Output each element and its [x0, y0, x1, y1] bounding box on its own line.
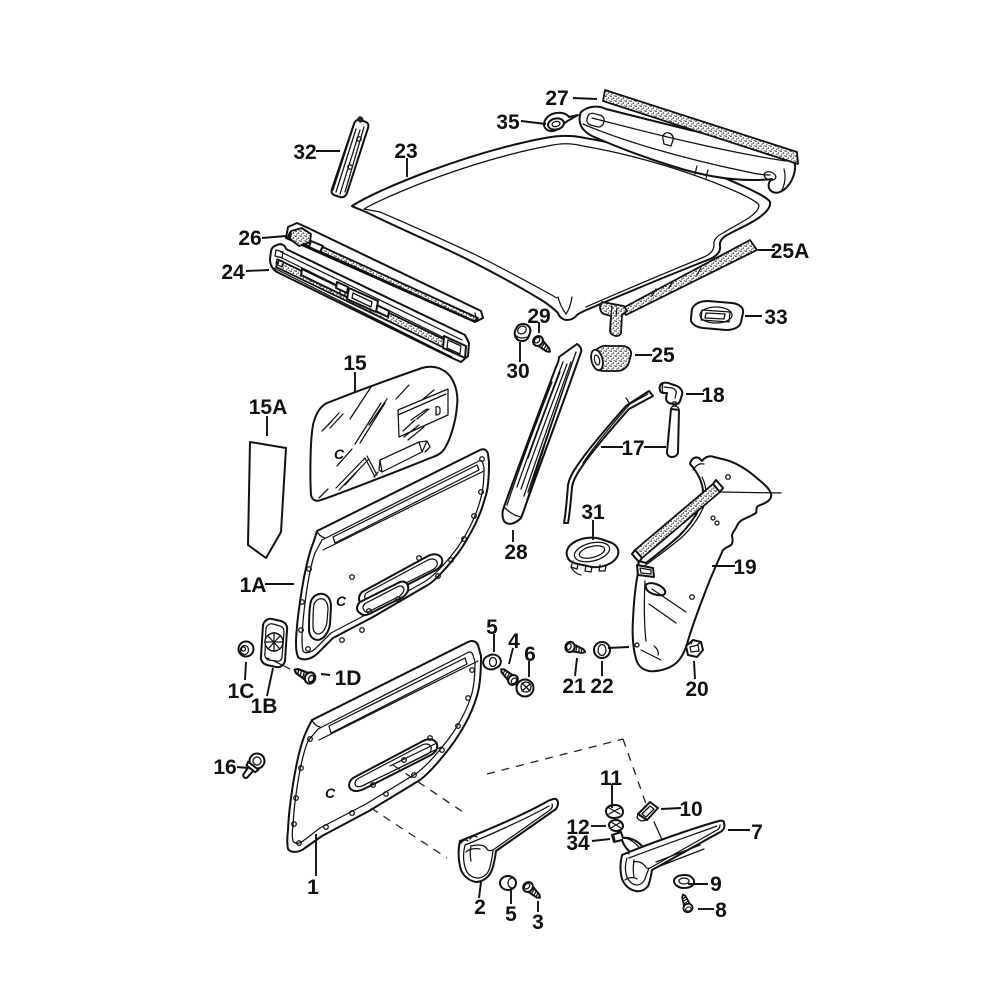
svg-text:1C: 1C [228, 680, 255, 703]
svg-text:12: 12 [566, 816, 589, 839]
svg-text:15A: 15A [249, 396, 288, 419]
svg-text:7: 7 [751, 821, 763, 844]
svg-text:6: 6 [524, 643, 536, 666]
svg-text:27: 27 [545, 87, 568, 110]
svg-text:17: 17 [621, 437, 644, 460]
svg-text:20: 20 [685, 678, 708, 701]
svg-text:33: 33 [764, 306, 787, 329]
svg-text:C: C [334, 446, 345, 462]
svg-text:C: C [336, 593, 347, 609]
svg-text:3: 3 [532, 911, 544, 934]
svg-text:28: 28 [504, 541, 528, 564]
svg-text:18: 18 [701, 384, 725, 407]
svg-text:26: 26 [238, 227, 261, 250]
svg-text:35: 35 [496, 111, 520, 134]
svg-text:5: 5 [505, 903, 517, 926]
svg-text:30: 30 [506, 360, 529, 383]
svg-text:2: 2 [474, 896, 486, 919]
svg-text:25A: 25A [771, 240, 810, 263]
svg-text:16: 16 [213, 756, 236, 779]
svg-text:34: 34 [566, 832, 590, 855]
svg-text:32: 32 [293, 141, 316, 164]
svg-text:9: 9 [710, 873, 722, 896]
svg-text:10: 10 [679, 798, 702, 821]
svg-text:21: 21 [562, 675, 586, 698]
svg-text:1B: 1B [251, 695, 278, 718]
svg-text:29: 29 [527, 305, 550, 328]
svg-text:5: 5 [486, 616, 498, 639]
svg-text:22: 22 [590, 675, 613, 698]
svg-text:25: 25 [651, 344, 675, 367]
svg-text:15: 15 [343, 352, 367, 375]
svg-text:1D: 1D [335, 667, 362, 690]
svg-text:C: C [325, 785, 336, 801]
svg-text:4: 4 [508, 630, 520, 653]
svg-text:8: 8 [715, 899, 727, 922]
svg-text:24: 24 [221, 261, 245, 284]
svg-text:1: 1 [307, 876, 319, 899]
svg-text:31: 31 [581, 501, 605, 524]
svg-text:23: 23 [394, 140, 417, 163]
svg-text:1A: 1A [240, 574, 267, 597]
svg-text:11: 11 [600, 767, 623, 790]
svg-text:19: 19 [733, 556, 756, 579]
